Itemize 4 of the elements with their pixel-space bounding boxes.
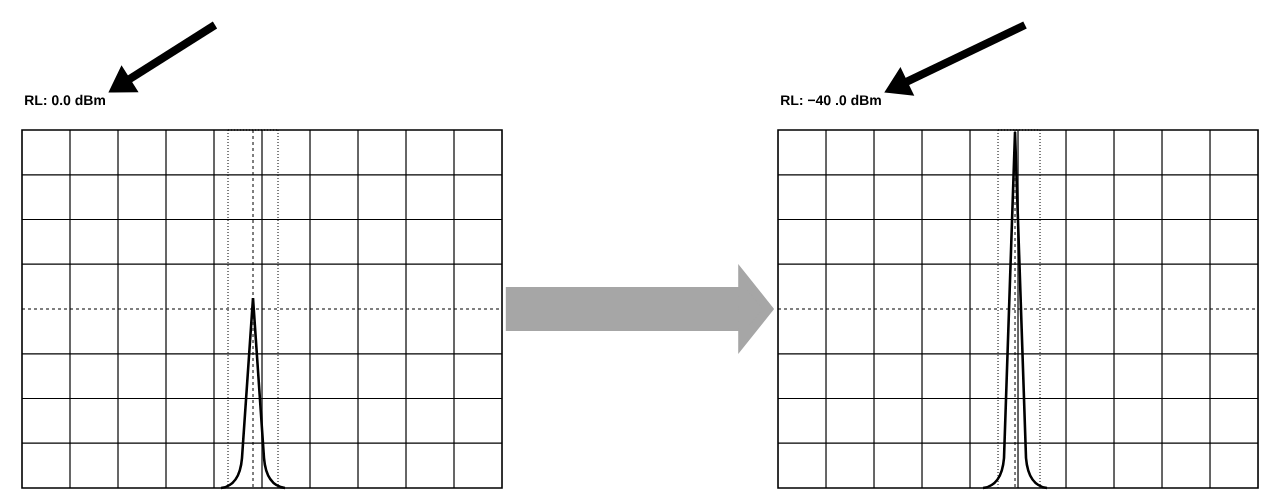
reference-level-label: RL: 0.0 dBm bbox=[25, 94, 105, 106]
spectrum-screen-drawing bbox=[777, 129, 1259, 490]
reference-level-label: RL: −40 .0 dBm bbox=[781, 94, 881, 106]
spectrum-screen-drawing bbox=[21, 129, 503, 490]
